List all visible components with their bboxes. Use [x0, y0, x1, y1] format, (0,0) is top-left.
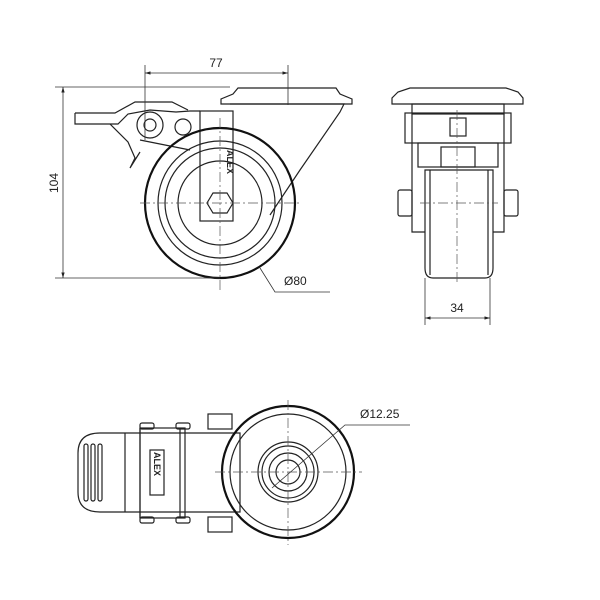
front-view — [391, 87, 524, 285]
dim-104-label: 104 — [47, 173, 61, 193]
dim-80-label: Ø80 — [284, 274, 307, 288]
bottom-brand-label: ALEX — [152, 452, 162, 476]
bottom-view: ALEX — [77, 400, 362, 545]
dimension-104: 104 — [47, 86, 230, 279]
dim-12-25-label: Ø12.25 — [360, 407, 400, 421]
side-view: ALEX — [74, 87, 353, 290]
dimension-34: 34 — [424, 278, 491, 325]
dimension-77: 77 — [144, 56, 289, 140]
side-brand-label: ALEX — [225, 150, 235, 174]
dimension-bolt-hole: Ø12.25 — [271, 407, 410, 489]
dimension-wheel-diameter: Ø80 — [259, 267, 330, 293]
dim-77-label: 77 — [209, 56, 223, 70]
dim-34-label: 34 — [450, 301, 464, 315]
